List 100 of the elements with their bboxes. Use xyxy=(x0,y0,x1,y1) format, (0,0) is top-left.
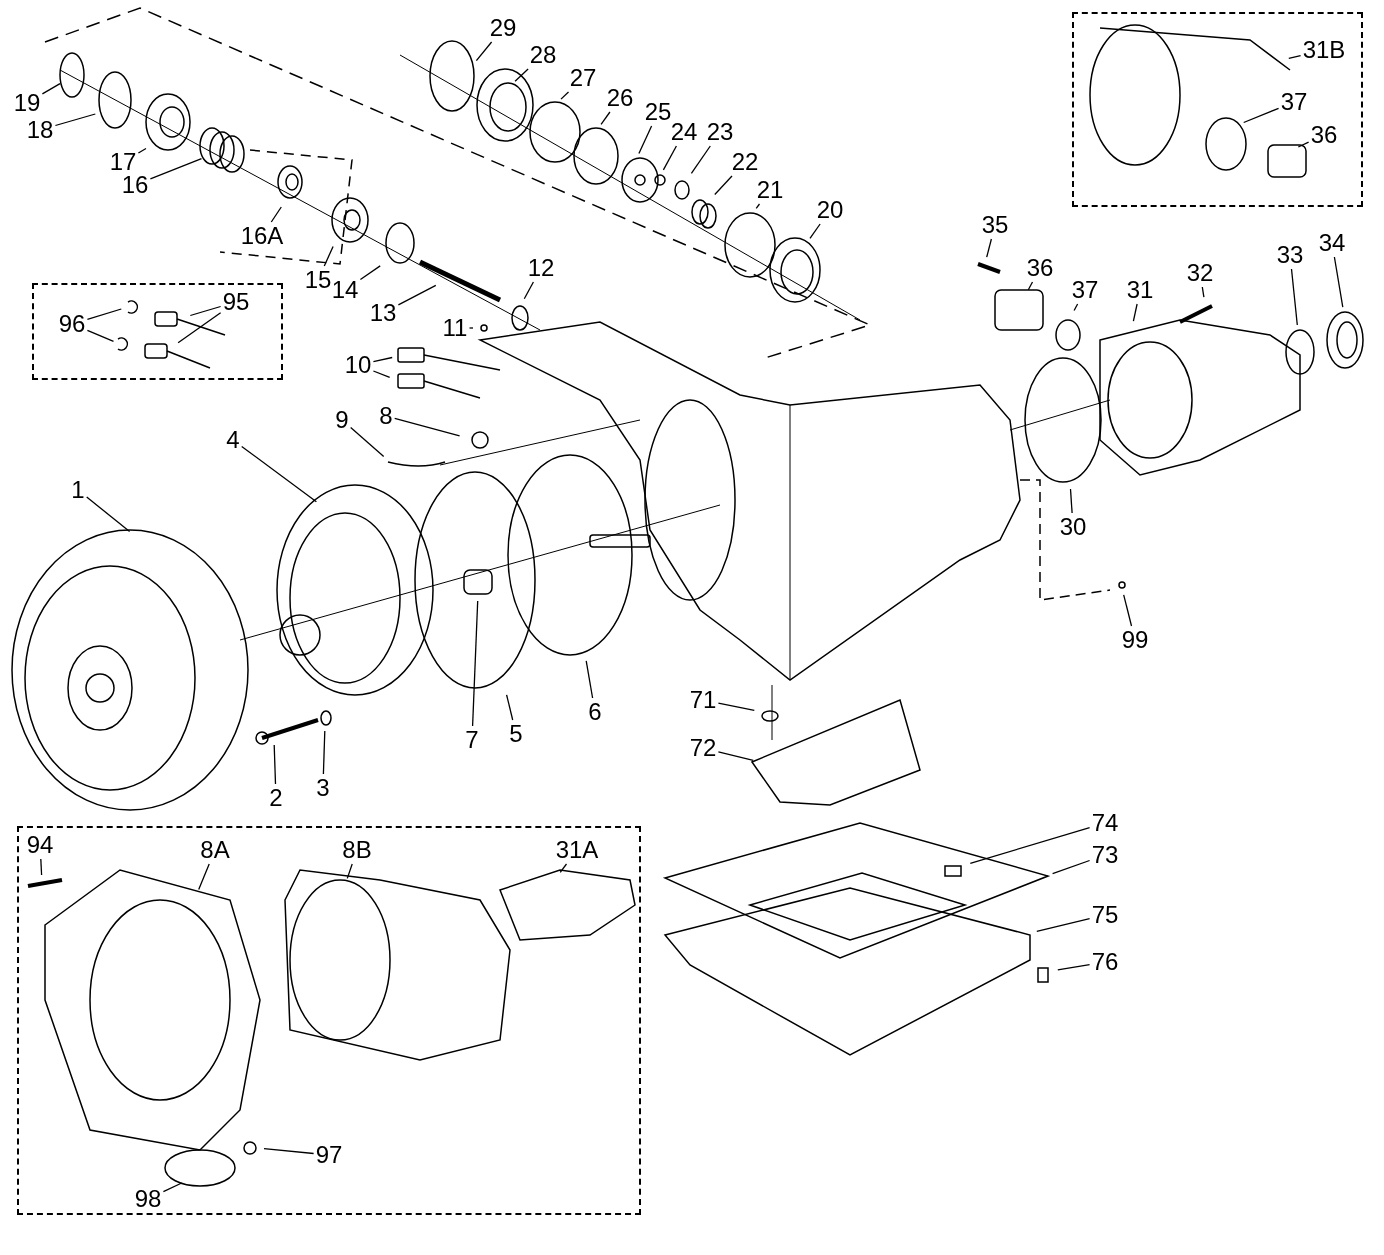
inset-frame xyxy=(17,826,641,1215)
leader-line xyxy=(690,145,711,174)
leader-line xyxy=(1290,268,1298,326)
callout-number: 33 xyxy=(1275,242,1305,268)
leader-line xyxy=(1288,54,1302,60)
leader-line xyxy=(162,1182,183,1193)
callout-number: 97 xyxy=(314,1142,344,1168)
leader-line xyxy=(372,356,393,363)
leader-line xyxy=(273,744,277,785)
leader-line xyxy=(1333,256,1344,308)
callout-number: 22 xyxy=(730,149,760,175)
callout-number: 28 xyxy=(528,42,558,68)
callout-number: 95 xyxy=(221,289,251,315)
leader-line xyxy=(263,1148,315,1155)
leader-line xyxy=(149,157,203,180)
callout-number: 8 xyxy=(378,403,394,429)
callout-number: 5 xyxy=(508,721,524,747)
callout-number: 20 xyxy=(815,197,845,223)
callout-number: 36 xyxy=(1309,122,1339,148)
callout-number: 94 xyxy=(25,832,55,858)
leader-line xyxy=(514,68,529,82)
callout-number: 96 xyxy=(57,311,87,337)
callout-number: 72 xyxy=(688,735,718,761)
callout-number: 32 xyxy=(1185,260,1215,286)
leader-line xyxy=(523,281,535,300)
callout-number: 36 xyxy=(1025,255,1055,281)
leader-line xyxy=(41,82,61,95)
leader-line xyxy=(505,694,514,721)
callout-number: 19 xyxy=(12,90,42,116)
callout-number: 34 xyxy=(1317,230,1347,256)
callout-number: 99 xyxy=(1120,627,1150,653)
leader-line xyxy=(560,91,570,100)
leader-line xyxy=(1051,859,1091,875)
leader-line xyxy=(1243,107,1280,124)
leader-line xyxy=(86,496,131,533)
callout-number: 10 xyxy=(343,352,373,378)
leader-line xyxy=(475,41,493,62)
callout-number: 76 xyxy=(1090,949,1120,975)
leader-line xyxy=(662,145,678,171)
callout-number: 6 xyxy=(587,699,603,725)
callout-number: 21 xyxy=(755,177,785,203)
callout-number: 30 xyxy=(1058,514,1088,540)
callout-number: 9 xyxy=(334,407,350,433)
leader-line xyxy=(350,426,385,458)
callout-number: 17 xyxy=(108,149,138,175)
leader-line xyxy=(1297,141,1310,148)
callout-number: 71 xyxy=(688,687,718,713)
callout-number: 11 xyxy=(441,315,469,341)
leader-line xyxy=(969,826,1091,865)
leader-line xyxy=(177,312,222,344)
callout-number: 1 xyxy=(70,477,86,503)
leader-line xyxy=(86,329,115,342)
leader-line xyxy=(198,863,210,891)
callout-number: 23 xyxy=(705,119,735,145)
callout-number: 27 xyxy=(568,65,598,91)
leader-line xyxy=(54,113,96,127)
callout-number: 16 xyxy=(120,172,150,198)
callout-number: 31A xyxy=(554,837,600,863)
leader-line xyxy=(397,284,437,306)
leader-line xyxy=(86,308,122,320)
leader-line xyxy=(755,203,761,210)
leader-line xyxy=(559,863,568,874)
leader-line xyxy=(40,858,43,876)
callout-number: 15 xyxy=(303,267,333,293)
callout-number: 73 xyxy=(1090,842,1120,868)
inset-frame xyxy=(32,283,283,380)
callout-number: 35 xyxy=(980,212,1010,238)
leader-line xyxy=(1132,303,1138,322)
leader-line xyxy=(585,660,594,699)
leader-line xyxy=(270,206,282,223)
leader-line xyxy=(1057,963,1091,971)
leader-line xyxy=(359,265,381,281)
leader-line xyxy=(471,600,479,727)
inset-frame xyxy=(1072,12,1363,207)
leader-line xyxy=(1123,594,1133,627)
callout-number: 37 xyxy=(1070,277,1100,303)
callout-number: 75 xyxy=(1090,902,1120,928)
callout-number: 7 xyxy=(464,727,480,753)
leader-line xyxy=(189,305,222,317)
leader-line xyxy=(1036,918,1091,933)
leader-line xyxy=(241,445,318,503)
callout-number: 12 xyxy=(526,255,556,281)
leader-line xyxy=(1201,286,1205,298)
callout-number: 8A xyxy=(199,837,231,863)
leader-line xyxy=(372,370,391,379)
callout-number: 98 xyxy=(133,1186,163,1212)
callout-number: 3 xyxy=(315,775,331,801)
leader-line xyxy=(1069,488,1073,514)
callout-number: 31B xyxy=(1301,37,1347,63)
leader-line xyxy=(714,175,733,196)
callout-number: 4 xyxy=(225,427,241,453)
leader-line xyxy=(638,125,653,155)
callout-number: 2 xyxy=(268,785,284,811)
callout-number: 74 xyxy=(1090,810,1120,836)
leader-line xyxy=(809,223,821,239)
callout-number: 13 xyxy=(368,300,398,326)
callout-number: 8B xyxy=(341,837,373,863)
callout-number: 31 xyxy=(1125,277,1155,303)
leader-line xyxy=(137,147,147,154)
leader-line xyxy=(717,751,754,761)
